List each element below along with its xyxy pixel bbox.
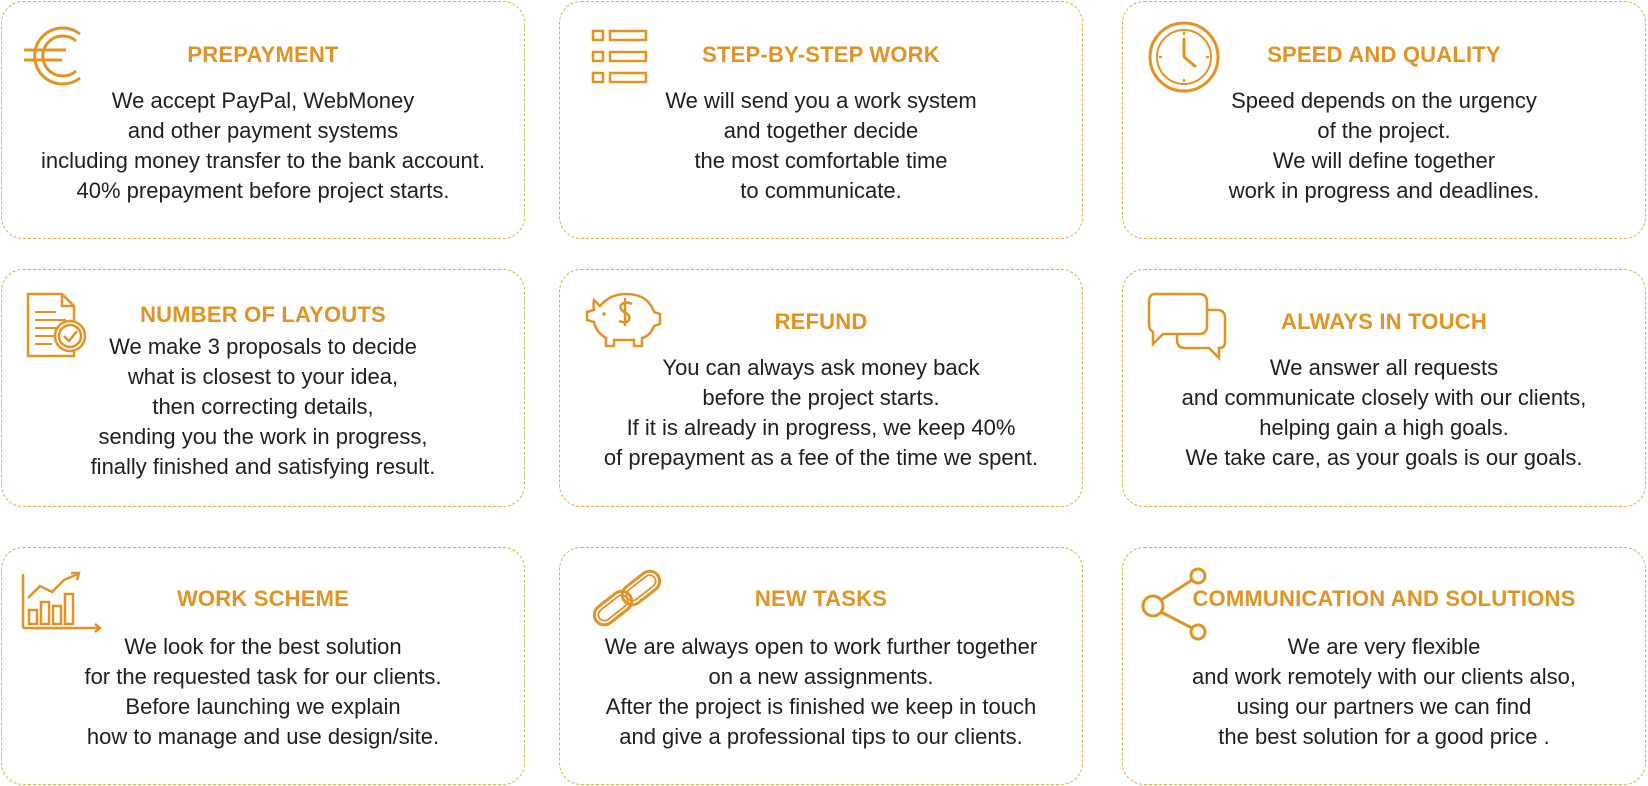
card-description-line: and work remotely with our clients also, bbox=[1192, 664, 1576, 689]
card-description: We are very flexible and work remotely w… bbox=[1123, 632, 1645, 752]
card-description-line: 40% prepayment before project starts. bbox=[76, 178, 450, 203]
card-description-line: of prepayment as a fee of the time we sp… bbox=[603, 445, 1039, 470]
card-description-line: then correcting details, bbox=[152, 394, 374, 419]
card-description-line: on a new assignments. bbox=[708, 664, 934, 689]
card-description-line: of the project. bbox=[1317, 118, 1451, 143]
card-description-line: finally finished and satisfying result. bbox=[90, 454, 436, 479]
card-description-line: and communicate closely with our clients… bbox=[1181, 385, 1587, 410]
card-title: ALWAYS IN TOUCH bbox=[1281, 309, 1487, 334]
card-description-line: If it is already in progress, we keep 40… bbox=[626, 415, 1016, 440]
card-title: NEW TASKS bbox=[754, 586, 888, 611]
card-number-of-layouts: NUMBER OF LAYOUTS We make 3 proposals to… bbox=[1, 269, 525, 507]
card-description: We will send you a work system and toget… bbox=[560, 86, 1082, 206]
card-refund: REFUND You can always ask money back bef… bbox=[559, 269, 1083, 507]
card-title: WORK SCHEME bbox=[176, 586, 350, 611]
chain-link-icon bbox=[590, 568, 664, 630]
card-description-line: We take care, as your goals is our goals… bbox=[1185, 445, 1583, 470]
piggy-bank-icon bbox=[584, 286, 662, 348]
share-icon bbox=[1141, 566, 1209, 642]
card-speed-and-quality: SPEED AND QUALITY Speed depends on the u… bbox=[1122, 1, 1646, 239]
card-description-line: and give a professional tips to our clie… bbox=[619, 724, 1023, 749]
card-description: Speed depends on the urgency of the proj… bbox=[1123, 86, 1645, 206]
card-description-line: We are always open to work further toget… bbox=[604, 634, 1038, 659]
euro-icon bbox=[22, 22, 90, 90]
card-description-line: We will send you a work system bbox=[665, 88, 977, 113]
card-description-line: helping gain a high goals. bbox=[1259, 415, 1509, 440]
clock-icon bbox=[1147, 20, 1221, 94]
card-description-line: Before launching we explain bbox=[125, 694, 401, 719]
card-title: STEP-BY-STEP WORK bbox=[702, 42, 940, 67]
chat-bubbles-icon bbox=[1147, 292, 1229, 362]
card-title: PREPAYMENT bbox=[187, 42, 339, 67]
card-new-tasks: NEW TASKS We are always open to work fur… bbox=[559, 547, 1083, 785]
card-description-line: work in progress and deadlines. bbox=[1228, 178, 1540, 203]
card-description-line: We make 3 proposals to decide bbox=[109, 334, 417, 359]
card-description: You can always ask money back before the… bbox=[560, 353, 1082, 473]
card-description: We look for the best solution for the re… bbox=[2, 632, 524, 752]
card-description: We are always open to work further toget… bbox=[560, 632, 1082, 752]
card-description-line: and other payment systems bbox=[127, 118, 399, 143]
card-communication-and-solutions: COMMUNICATION AND SOLUTIONS We are very … bbox=[1122, 547, 1646, 785]
card-description-line: We accept PayPal, WebMoney bbox=[111, 88, 415, 113]
card-description-line: We answer all requests bbox=[1269, 355, 1499, 380]
card-description-line: including money transfer to the bank acc… bbox=[41, 148, 485, 173]
card-description-line: and together decide bbox=[723, 118, 919, 143]
card-description-line: what is closest to your idea, bbox=[127, 364, 399, 389]
bar-chart-icon bbox=[20, 571, 104, 634]
card-description-line: the most comfortable time bbox=[694, 148, 948, 173]
card-description-line: before the project starts. bbox=[702, 385, 940, 410]
card-description-line: how to manage and use design/site. bbox=[86, 724, 440, 749]
card-description: We accept PayPal, WebMoney and other pay… bbox=[2, 86, 524, 206]
card-title: REFUND bbox=[774, 309, 868, 334]
card-description-line: We look for the best solution bbox=[124, 634, 402, 659]
card-description-line: sending you the work in progress, bbox=[98, 424, 428, 449]
card-description-line: After the project is finished we keep in… bbox=[605, 694, 1037, 719]
card-description-line: to communicate. bbox=[740, 178, 902, 203]
card-description-line: You can always ask money back bbox=[662, 355, 980, 380]
card-description-line: using our partners we can find bbox=[1236, 694, 1532, 719]
card-title: SPEED AND QUALITY bbox=[1267, 42, 1501, 67]
card-description-line: for the requested task for our clients. bbox=[84, 664, 442, 689]
card-step-by-step-work: STEP-BY-STEP WORK We will send you a wor… bbox=[559, 1, 1083, 239]
document-check-icon bbox=[26, 292, 88, 360]
card-description-line: Speed depends on the urgency bbox=[1231, 88, 1537, 113]
card-title: COMMUNICATION AND SOLUTIONS bbox=[1192, 586, 1576, 611]
card-description-line: the best solution for a good price . bbox=[1218, 724, 1550, 749]
card-description: We answer all requests and communicate c… bbox=[1123, 353, 1645, 473]
card-description-line: We are very flexible bbox=[1287, 634, 1481, 659]
card-prepayment: PREPAYMENT We accept PayPal, WebMoney an… bbox=[1, 1, 525, 239]
list-icon bbox=[591, 29, 648, 84]
card-work-scheme: WORK SCHEME We look for the best solutio… bbox=[1, 547, 525, 785]
card-description-line: We will define together bbox=[1272, 148, 1496, 173]
card-description: We make 3 proposals to decide what is cl… bbox=[2, 332, 524, 482]
card-always-in-touch: ALWAYS IN TOUCH We answer all requests a… bbox=[1122, 269, 1646, 507]
card-title: NUMBER OF LAYOUTS bbox=[140, 302, 386, 327]
